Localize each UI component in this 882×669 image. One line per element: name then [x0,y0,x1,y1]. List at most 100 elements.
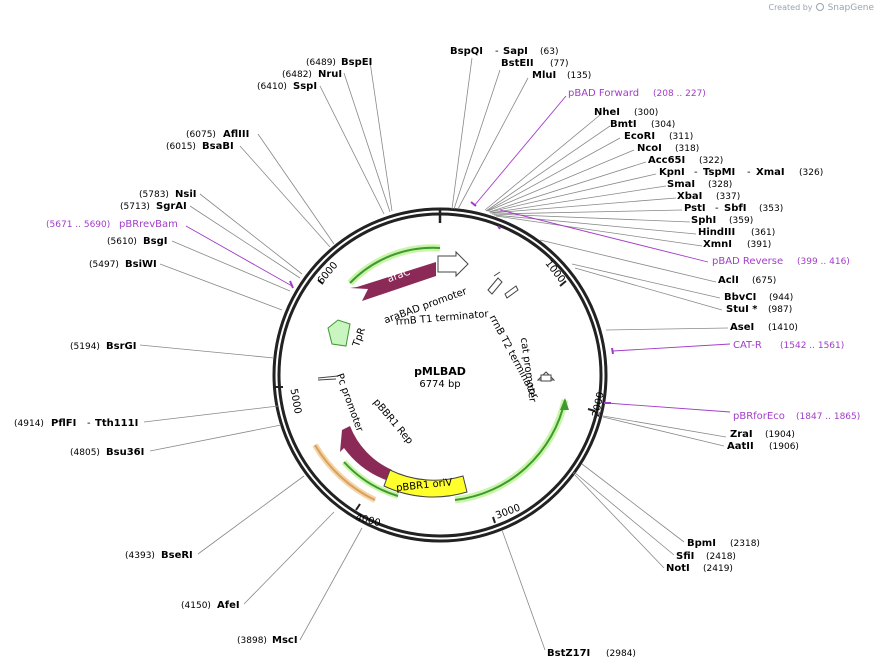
leader-bsiwi [159,263,283,311]
site-xmai-pos: (326) [799,168,823,178]
TpR-arrow [327,319,351,347]
site-ecori-name: EcoRI [624,131,655,142]
site-bspei-name: BspEI [341,57,372,68]
site-afliii-name: AflIII [223,129,249,140]
tick-label-2000: 2000 [591,391,607,418]
site-bspqi-name: BspQI [450,46,483,57]
tick-6000 [317,279,324,285]
site-tspmi-name: TspMI [703,167,735,178]
site-ecori-pos: (311) [669,132,693,142]
site-leaders [139,57,729,651]
site-nsii-pos: (5783) [139,190,169,200]
site-sbfi-name: SbfI [724,203,746,214]
site-smai-pos: (328) [708,180,732,190]
tick-3000 [492,516,496,524]
site-sspi-name: SspI [293,81,317,92]
leader-pbrrevbam [185,225,293,287]
primer-pbrrevbam-name: pBRrevBam [119,219,178,230]
pBBR1-Rep-label: pBBR1 Rep [371,397,415,447]
site-sapi-name: SapI [503,46,528,57]
site-hindiii-name: HindIII [698,227,735,238]
site-bspei-pos: (6489) [306,58,336,68]
site-nsii-name: NsiI [175,189,196,200]
site-bsabi-name: BsaBI [202,141,234,152]
primer-leaders [185,95,731,413]
leader-asei [605,327,729,331]
leader-bseri [197,475,305,555]
site-labels: BspQI - SapI (63) BstEII (77) MluI (135)… [14,46,823,659]
cat-promoter-box [540,374,552,382]
site-sgrai-pos: (5713) [120,202,150,212]
site-bmti-name: BmtI [610,119,637,130]
site-pflfi-name: PflFI [51,418,76,429]
TpR-label: TpR [351,326,368,349]
site-stui-name: StuI * [726,304,758,315]
leader-ecori [486,137,621,212]
araBAD-promoter-arrow [437,250,469,278]
site-sfii-name: SfiI [676,551,694,562]
tick-1000 [559,280,567,287]
leader-mlui [457,77,529,210]
leader-bsu36i [149,424,282,452]
leader-sphi [492,213,691,223]
leader-pbad-forward [473,95,567,207]
primer-labels: pBAD Forward (208 .. 227) pBAD Reverse (… [46,88,860,422]
site-bseri-pos: (4393) [125,551,155,561]
leader-pbrforeco [605,402,731,413]
site-bpmi-pos: (2318) [730,539,760,549]
site-bsgi-pos: (5610) [107,237,137,247]
leader-afliii [257,133,335,245]
right-green-arc [454,399,566,501]
tick-4000 [355,503,361,511]
primer-mark-pbad-reverse [497,225,501,230]
leader-psti [491,209,683,215]
site-bsrgi-pos: (5194) [70,342,100,352]
leader-pbad-reverse [499,209,709,263]
leader-acli [539,239,717,283]
leader-sgrai [189,205,301,279]
rrnB-T1-terminator-glyph [487,271,503,295]
Pc-glyph [317,375,339,381]
leader-noti [572,472,665,569]
leader-bsrgi [139,344,275,359]
site-sphi-name: SphI [691,215,716,226]
leader-bpmi [581,463,685,543]
site-bbvci-name: BbvCI [724,292,756,303]
leader-ncoi [487,149,635,212]
site-asei-name: AseI [730,322,754,333]
site-bsiwi-name: BsiWI [125,259,157,270]
site-bstz17i-pos: (2984) [606,649,636,659]
snapgene-logo-icon [816,3,825,11]
credit-brand-name: SnapGene [827,3,874,13]
site-xmai-name: XmaI [756,167,785,178]
leader-nsii [199,193,303,275]
leader-sfii [573,471,675,556]
site-acc65i-pos: (322) [699,156,723,166]
leader-bstz17i [501,529,546,651]
site-xmni-pos: (391) [747,240,771,250]
leader-bsgi [171,240,291,292]
right-green-highlight [454,399,569,504]
leader-xbai [490,197,677,214]
leader-zrai [602,415,727,438]
site-afei-pos: (4150) [181,601,211,611]
primer-pbad-reverse-range: (399 .. 416) [797,257,850,267]
leader-acc65i [488,161,647,213]
site-acli-pos: (675) [752,276,776,286]
site-ncoi-pos: (318) [675,144,699,154]
site-noti-pos: (2419) [703,564,733,574]
site-stui-pos: (987) [768,305,792,315]
plasmid-name: pMLBAD [414,365,466,378]
tick-2000 [587,408,596,412]
Pc-promoter-label: Pc promoter [334,372,366,434]
site-bspqi-sep: - [495,46,499,57]
leader-hindiii [493,214,697,235]
site-kpni-sep: - [694,167,698,178]
site-xbai-pos: (337) [716,192,740,202]
site-asei-pos: (1410) [768,323,798,333]
leader-bspei [369,61,393,212]
leader-nhei [484,114,601,211]
site-sbfi-pos: (353) [759,204,783,214]
site-psti-name: PstI [684,203,706,214]
site-bsteii-pos: (77) [550,59,568,69]
